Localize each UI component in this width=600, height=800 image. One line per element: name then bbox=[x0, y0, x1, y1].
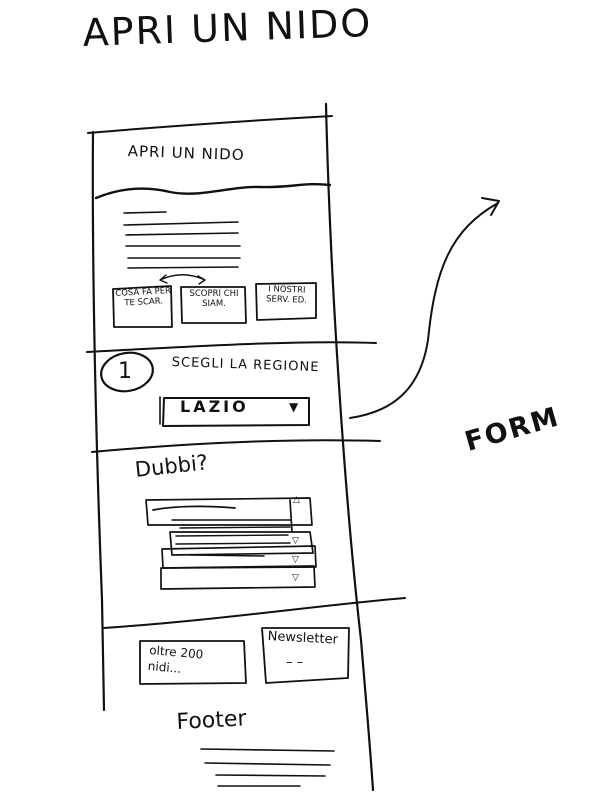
chevron-down-icon[interactable]: ▽ bbox=[292, 555, 299, 565]
feature-card-outlines bbox=[112, 282, 317, 328]
chevron-up-icon[interactable]: △ bbox=[293, 495, 300, 505]
double-arrow bbox=[159, 274, 206, 285]
page-title: APRI UN NIDO bbox=[81, 0, 373, 55]
newsletter-placeholder: – – bbox=[286, 655, 304, 670]
footer-lines bbox=[200, 748, 335, 787]
region-select-outline bbox=[162, 397, 310, 427]
hero-text-lines bbox=[123, 211, 241, 269]
form-arrow bbox=[349, 202, 499, 419]
accordion-text-lines bbox=[171, 519, 291, 557]
feature-card-scopri[interactable]: SCOPRI CHI SIAM. bbox=[189, 289, 239, 309]
section-divider-2 bbox=[91, 439, 381, 453]
step-circle bbox=[100, 351, 154, 393]
hero-wave bbox=[94, 182, 332, 200]
section-divider-3 bbox=[103, 597, 406, 629]
bottom-box-outlines bbox=[139, 627, 350, 685]
chevron-down-icon[interactable]: ▽ bbox=[292, 573, 299, 583]
phone-right-edge bbox=[324, 102, 375, 792]
chevron-down-icon[interactable]: ▽ bbox=[292, 536, 299, 546]
step-number: 1 bbox=[118, 359, 132, 384]
form-arrowhead bbox=[481, 197, 500, 216]
feature-card-cosa-fa[interactable]: COSA FA PER TE SCAR. bbox=[115, 286, 172, 309]
chevron-down-icon[interactable]: ▼ bbox=[289, 400, 299, 414]
accordion-outlines bbox=[145, 497, 317, 590]
footer-label: Footer bbox=[175, 706, 248, 735]
section-divider-1 bbox=[86, 341, 377, 353]
site-header-title: APRI UN NIDO bbox=[127, 142, 245, 165]
region-select-value[interactable]: LAZIO bbox=[180, 397, 249, 416]
newsletter-box-label[interactable]: Newsletter bbox=[267, 629, 339, 648]
phone-top-edge bbox=[87, 115, 333, 134]
feature-card-servizi[interactable]: I NOSTRI SERV. ED. bbox=[265, 284, 308, 306]
phone-left-edge bbox=[91, 130, 106, 712]
